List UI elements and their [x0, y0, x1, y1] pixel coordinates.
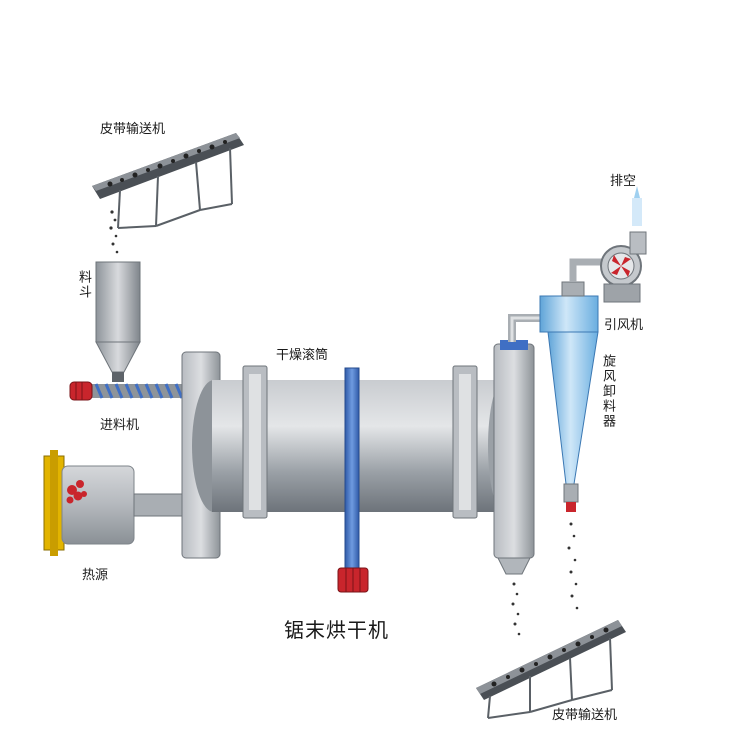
heat-source-burner — [43, 450, 183, 556]
diagram-title: 锯末烘干机 — [284, 618, 389, 642]
air-duct — [508, 314, 548, 342]
label-hopper: 料斗 — [76, 270, 91, 300]
drying-drum — [181, 340, 535, 593]
label-induced-draft-fan: 引风机 — [604, 318, 644, 333]
falling-material-drum — [511, 582, 521, 636]
label-cyclone-separator: 旋风卸料器 — [600, 354, 615, 429]
belt-conveyor-top — [92, 133, 244, 229]
falling-material-cyclone — [567, 522, 579, 610]
label-belt-conveyor-top: 皮带输送机 — [100, 122, 166, 137]
hopper — [95, 261, 141, 382]
screw-feeder — [69, 381, 188, 401]
cyclone-separator — [539, 281, 599, 512]
label-belt-conveyor-bottom: 皮带输送机 — [552, 708, 618, 723]
falling-material-top — [109, 210, 119, 254]
label-exhaust: 排空 — [610, 174, 637, 189]
belt-conveyor-bottom — [476, 620, 626, 719]
label-drying-drum: 干燥滚筒 — [276, 348, 329, 363]
label-screw-feeder: 进料机 — [100, 418, 140, 433]
induced-draft-fan — [569, 186, 647, 303]
label-heat-source: 热源 — [82, 568, 109, 583]
